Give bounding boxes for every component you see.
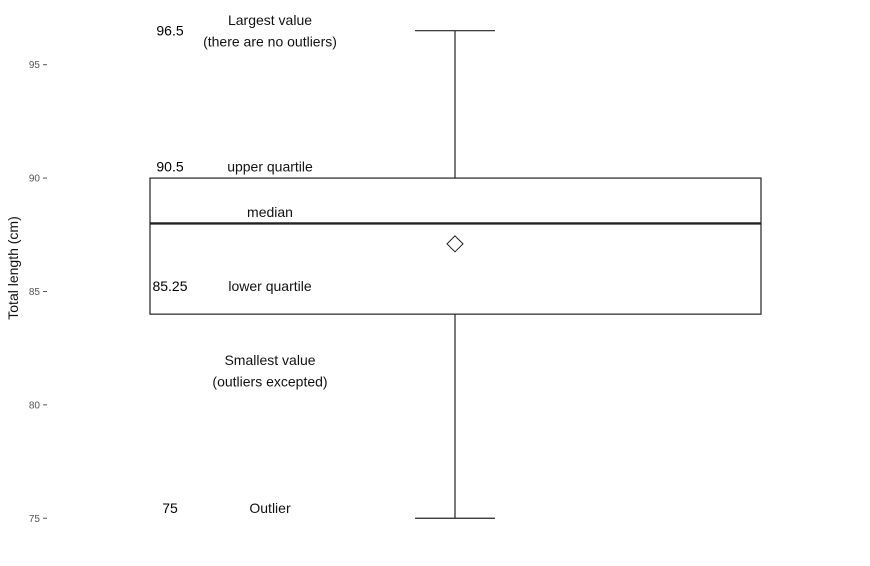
annotation-description: Smallest value xyxy=(224,352,315,368)
y-ticks: 75 80 85 90 95 xyxy=(29,60,47,525)
annotation-description: (outliers excepted) xyxy=(212,374,327,390)
annotation-description: Outlier xyxy=(249,500,291,516)
y-tick-label: 90 xyxy=(29,174,41,185)
annotation-description: median xyxy=(247,204,293,220)
mean-marker xyxy=(446,235,464,253)
annotations: 96.5 Largest value (there are no outliers)… xyxy=(152,12,336,516)
annotation-description: lower quartile xyxy=(228,278,311,294)
y-axis-title: Total length (cm) xyxy=(5,216,21,319)
annotation-description: (there are no outliers) xyxy=(203,33,337,49)
y-tick-label: 75 xyxy=(29,514,41,525)
annotation-description: Largest value xyxy=(228,12,312,28)
annotation-value: 96.5 xyxy=(156,23,183,39)
annotation-value: 90.5 xyxy=(156,159,183,175)
box-whisker-group xyxy=(149,30,762,519)
annotation-value: 75 xyxy=(162,500,178,516)
annotation-description: upper quartile xyxy=(227,159,313,175)
y-axis: Total length (cm) 75 80 85 90 95 xyxy=(5,60,47,525)
y-tick-label: 95 xyxy=(29,60,41,71)
y-tick-label: 80 xyxy=(29,400,41,411)
interquartile-box xyxy=(149,177,762,315)
annotation-value: 85.25 xyxy=(152,278,187,294)
y-tick-label: 85 xyxy=(29,287,41,298)
